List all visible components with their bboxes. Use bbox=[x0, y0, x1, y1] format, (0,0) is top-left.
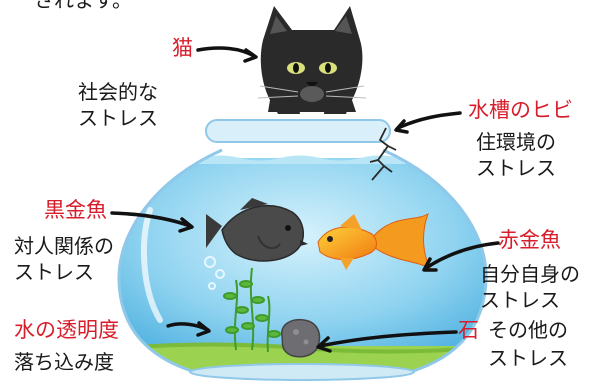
crack-desc-line1: 住環境の bbox=[476, 130, 556, 154]
crack bbox=[369, 127, 397, 181]
stone bbox=[281, 318, 321, 358]
red-goldfish bbox=[317, 212, 432, 270]
bubbles bbox=[204, 256, 225, 290]
stone-desc-line2: ストレス bbox=[488, 346, 568, 370]
cat-label: 猫 bbox=[172, 36, 193, 60]
water-label: 水の透明度 bbox=[14, 318, 119, 342]
bowl-rim bbox=[205, 119, 391, 143]
red-fish-desc-line1: 自分自身の bbox=[480, 262, 580, 286]
black-fish-label: 黒金魚 bbox=[44, 198, 107, 222]
crack-label: 水槽のヒビ bbox=[468, 98, 573, 122]
red-fish-desc-line2: ストレス bbox=[480, 288, 560, 312]
top-text: されます。 bbox=[34, 0, 132, 12]
cat-desc-line2: ストレス bbox=[78, 106, 158, 130]
stone-label: 石 bbox=[458, 318, 479, 342]
stone-desc-line1: その他の bbox=[488, 318, 568, 342]
black-fish-desc-line2: ストレス bbox=[14, 260, 94, 284]
callout-arrows bbox=[110, 46, 500, 353]
cat-desc-line1: 社会的な bbox=[78, 80, 158, 104]
crack-desc-line2: ストレス bbox=[476, 156, 556, 180]
water-plant bbox=[223, 267, 281, 353]
red-fish-label: 赤金魚 bbox=[498, 228, 561, 252]
black-cat bbox=[257, 6, 367, 114]
water-desc: 落ち込み度 bbox=[14, 350, 114, 374]
black-fish-desc-line1: 対人関係の bbox=[14, 234, 114, 258]
black-fish bbox=[206, 198, 308, 262]
